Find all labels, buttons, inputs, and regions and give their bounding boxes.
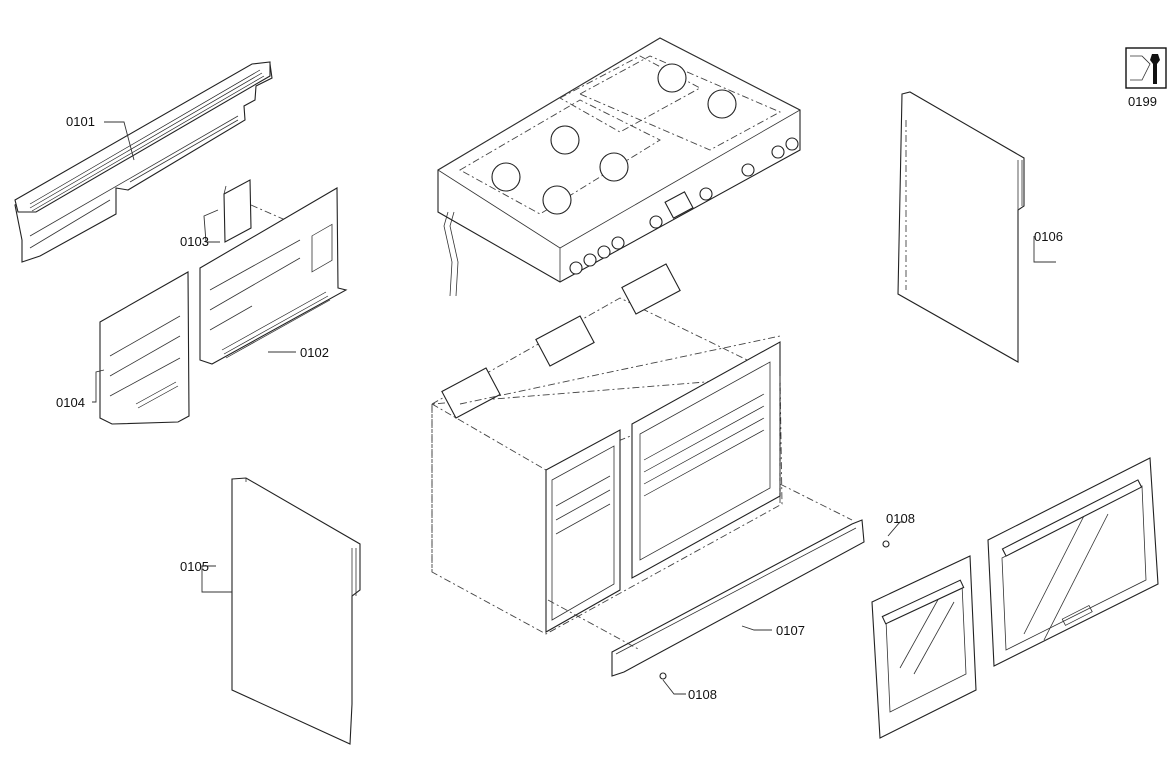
label-0106: 0106 — [1034, 229, 1063, 244]
part-0107-kick-plate — [547, 483, 865, 677]
label-0108-lower: 0108 — [688, 687, 717, 702]
part-0105-side-panel — [231, 477, 361, 745]
service-wrench-icon — [1125, 47, 1167, 89]
part-0106-side-panel — [897, 91, 1025, 363]
part-labels: 0101 0102 0103 0104 0105 0106 0107 0108 … — [56, 94, 1157, 702]
label-0101: 0101 — [66, 114, 95, 129]
range-body — [430, 37, 801, 635]
part-0103-plate — [223, 179, 291, 243]
oven-door-small — [871, 555, 977, 739]
control-knobs — [569, 137, 799, 275]
part-0101-back-trim — [14, 61, 273, 263]
part-0104-lower-panel — [99, 271, 190, 425]
label-0108-upper: 0108 — [886, 511, 915, 526]
label-0199: 0199 — [1128, 94, 1157, 109]
leader-lines — [92, 121, 1056, 695]
part-0102-rear-panel — [199, 187, 348, 365]
oven-door-large — [987, 457, 1159, 667]
label-0103: 0103 — [180, 234, 209, 249]
label-0104: 0104 — [56, 395, 85, 410]
oven-chassis — [430, 263, 783, 635]
label-0105: 0105 — [180, 559, 209, 574]
burner-grates — [491, 63, 737, 215]
cooktop — [437, 37, 801, 297]
label-0102: 0102 — [300, 345, 329, 360]
screw-0108-lower — [659, 672, 667, 680]
screw-0108-upper — [882, 540, 890, 548]
label-0107: 0107 — [776, 623, 805, 638]
